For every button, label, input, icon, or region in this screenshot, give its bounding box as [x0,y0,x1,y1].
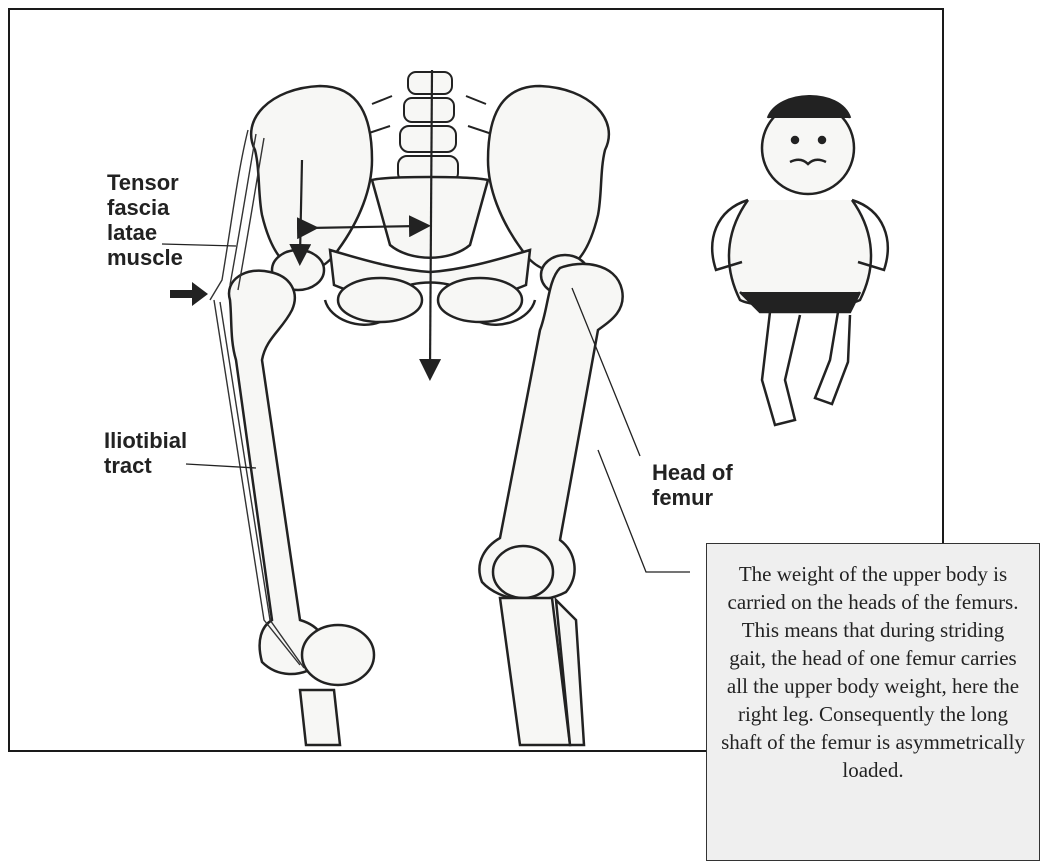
caption-box: The weight of the upper body is carried … [706,543,1040,861]
stick-figure [712,96,887,425]
label-head-of-femur: Head of femur [652,460,733,510]
label-tensor-fascia-latae: Tensor fascia latae muscle [107,170,183,270]
label-iliotibial-tract: Iliotibial tract [104,428,187,478]
lumbar-spine [366,72,492,182]
right-femur [479,255,622,745]
